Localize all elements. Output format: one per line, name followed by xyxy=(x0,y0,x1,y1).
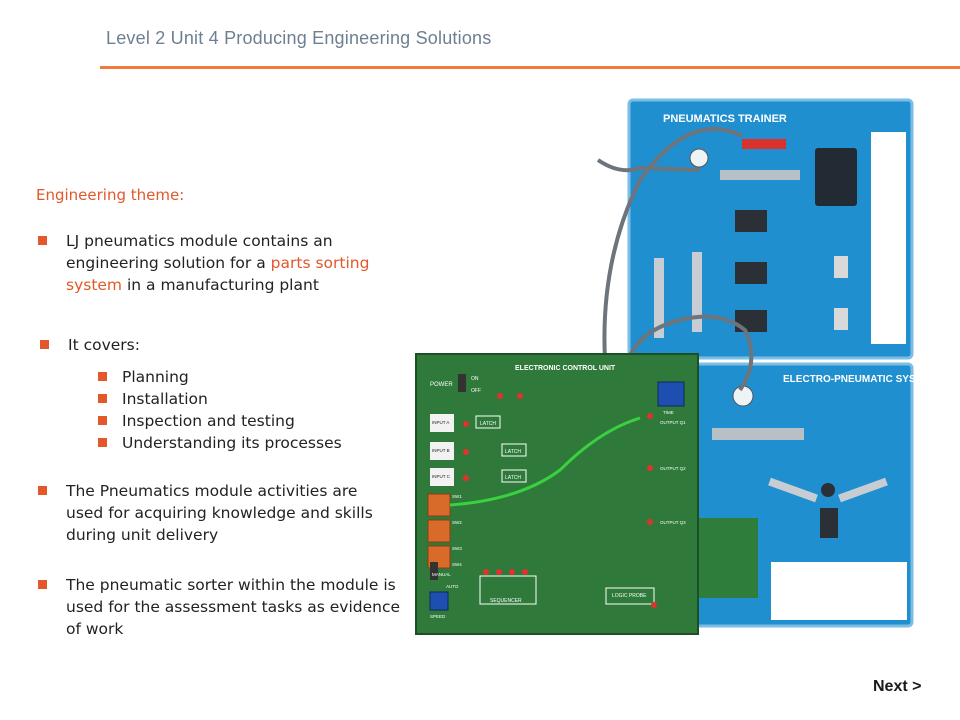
svg-text:TIME: TIME xyxy=(663,410,674,415)
svg-text:SW2: SW2 xyxy=(452,520,462,525)
pneumatics-trainer-panel: PNEUMATICS TRAINER xyxy=(627,98,914,360)
trainer2-title: ELECTRO-PNEUMATIC SYSTEM xyxy=(783,374,937,385)
bullet-marker xyxy=(38,486,47,495)
electro-pneumatic-panel: ELECTRO-PNEUMATIC SYSTEM xyxy=(627,362,937,628)
svg-text:LATCH: LATCH xyxy=(480,421,496,427)
svg-text:MANUAL: MANUAL xyxy=(432,572,451,577)
bullet-marker xyxy=(40,340,49,349)
svg-text:OUTPUT Q1: OUTPUT Q1 xyxy=(660,420,686,425)
bullet-activities: The Pneumatics module activities are use… xyxy=(38,480,396,546)
svg-text:POWER: POWER xyxy=(430,382,453,388)
theme-heading: Engineering theme: xyxy=(36,186,185,204)
svg-text:OUTPUT Q3: OUTPUT Q3 xyxy=(660,520,686,525)
sub-item-installation: Installation xyxy=(98,388,208,410)
svg-text:OFF: OFF xyxy=(471,388,481,394)
bullet-it-covers: It covers: xyxy=(40,334,140,356)
trainer1-title: PNEUMATICS TRAINER xyxy=(663,113,787,125)
svg-text:AUTO: AUTO xyxy=(446,584,459,589)
svg-text:INPUT C: INPUT C xyxy=(432,474,451,479)
header-divider xyxy=(100,66,960,69)
svg-text:INPUT A: INPUT A xyxy=(432,420,449,425)
bullet-sorter: The pneumatic sorter within the module i… xyxy=(38,574,401,640)
svg-text:SW3: SW3 xyxy=(452,546,462,551)
bullet-marker xyxy=(38,236,47,245)
svg-text:SPEED: SPEED xyxy=(430,614,446,619)
sub-item-inspection: Inspection and testing xyxy=(98,410,295,432)
svg-text:LATCH: LATCH xyxy=(505,449,521,455)
svg-text:ON: ON xyxy=(471,376,479,382)
svg-text:SW1: SW1 xyxy=(452,494,462,499)
svg-text:SEQUENCER: SEQUENCER xyxy=(490,598,522,604)
sub-item-planning: Planning xyxy=(98,366,189,388)
bullet-marker xyxy=(98,438,107,447)
svg-text:LATCH: LATCH xyxy=(505,475,521,481)
bullet-marker xyxy=(98,416,107,425)
bullet-pneumatics-module: LJ pneumatics module contains an enginee… xyxy=(38,230,396,296)
page-title: Level 2 Unit 4 Producing Engineering Sol… xyxy=(106,28,492,48)
svg-text:INPUT B: INPUT B xyxy=(432,448,450,453)
ecu-title: ELECTRONIC CONTROL UNIT xyxy=(515,365,616,372)
svg-text:OUTPUT Q2: OUTPUT Q2 xyxy=(660,466,686,471)
highlight-parts-sorting: parts sorting system xyxy=(66,254,370,294)
electronic-control-unit-panel: ELECTRONIC CONTROL UNIT POWER ON OFF INP… xyxy=(415,353,699,635)
sub-item-processes: Understanding its processes xyxy=(98,432,342,454)
bullet-marker xyxy=(38,580,47,589)
next-button[interactable]: Next > xyxy=(873,678,922,695)
svg-text:LOGIC PROBE: LOGIC PROBE xyxy=(612,593,647,599)
bullet-marker xyxy=(98,394,107,403)
svg-text:SW4: SW4 xyxy=(452,562,462,567)
bullet-marker xyxy=(98,372,107,381)
